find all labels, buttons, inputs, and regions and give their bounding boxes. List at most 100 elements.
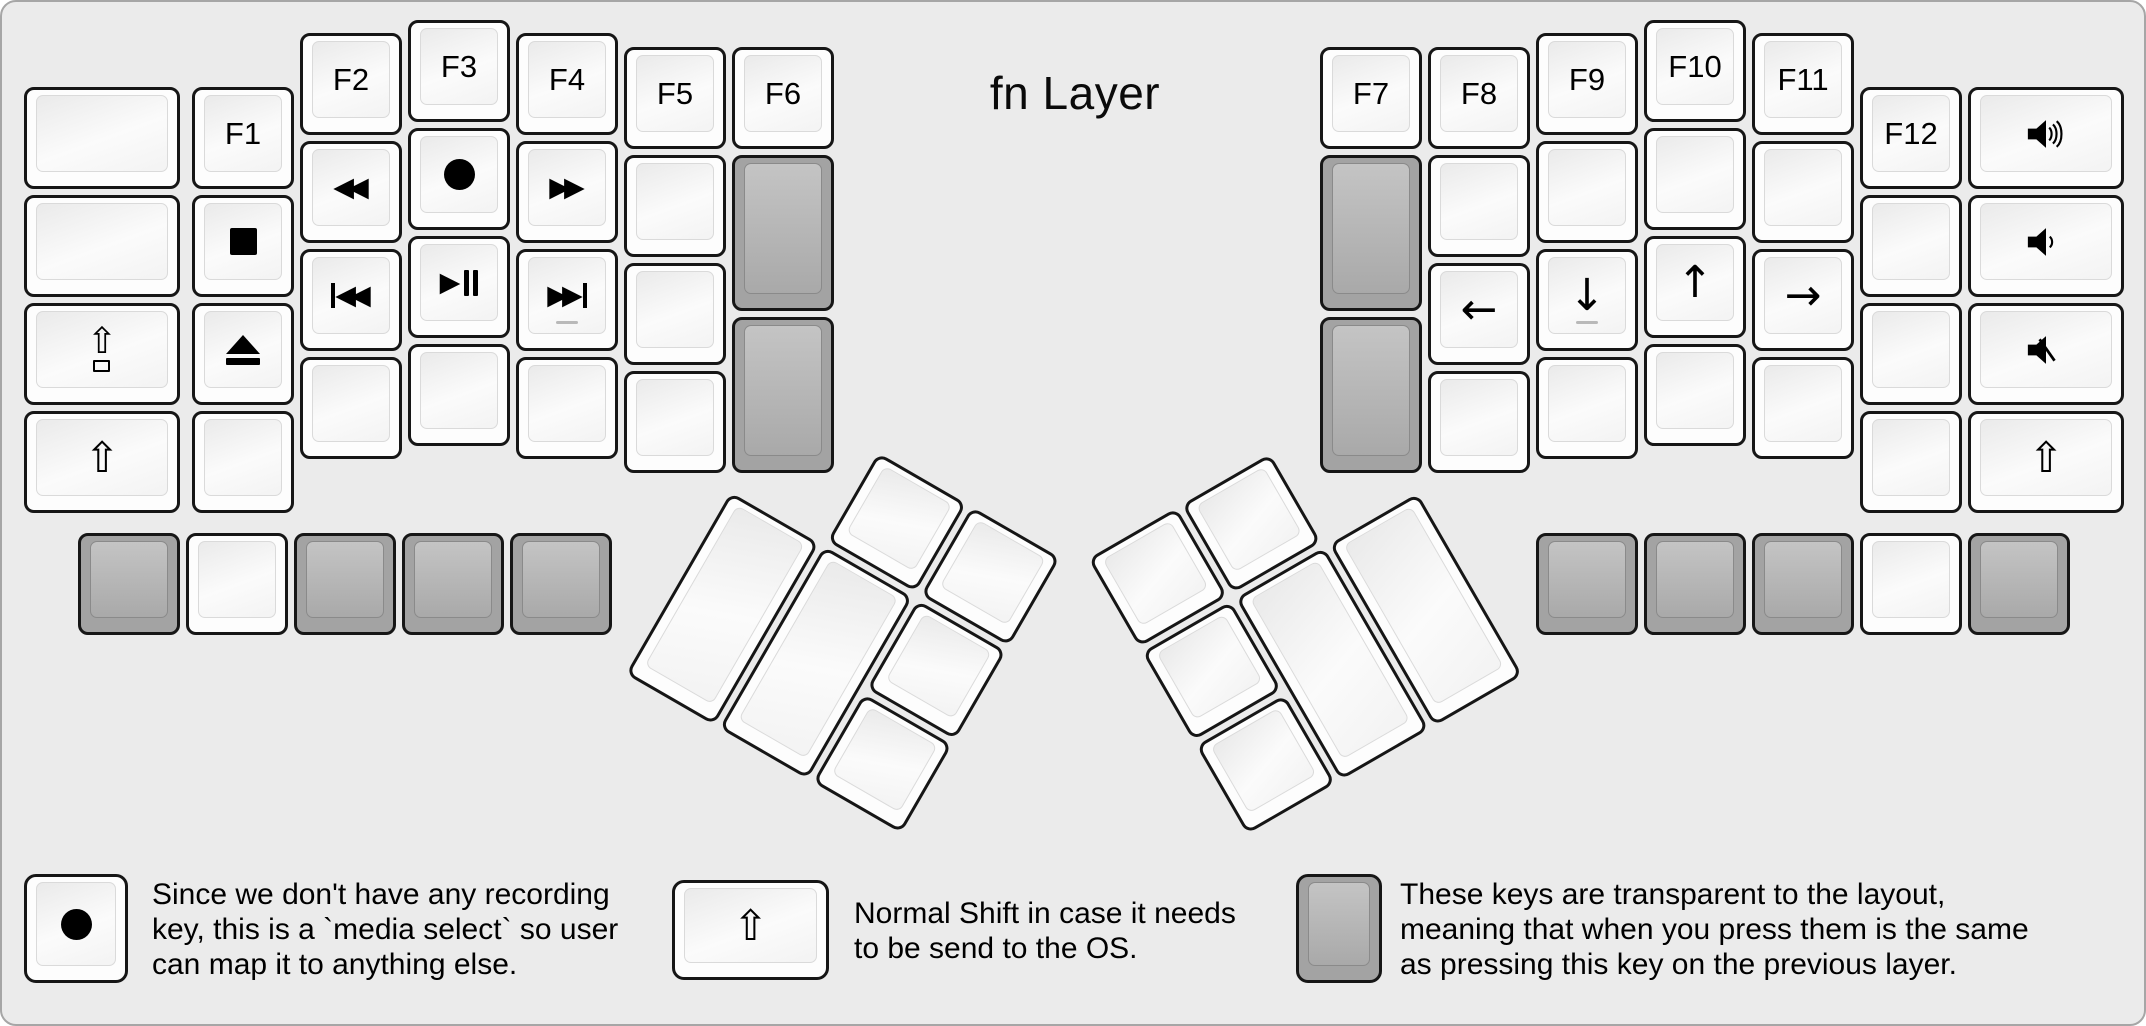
key-f1[interactable]: F1 <box>192 87 294 189</box>
key-blank[interactable] <box>1536 141 1638 243</box>
key-f2[interactable]: F2 <box>300 33 402 135</box>
rewind-icon: ◀◀ <box>333 172 369 203</box>
key-prev-track[interactable]: ◀◀ <box>300 249 402 351</box>
key-transparent[interactable] <box>1320 317 1422 473</box>
key-f4[interactable]: F4 <box>516 33 618 135</box>
key-transparent[interactable] <box>294 533 396 635</box>
keycap <box>1872 203 1950 280</box>
key-transparent[interactable] <box>510 533 612 635</box>
key-media-select[interactable] <box>408 128 510 230</box>
key-play-pause[interactable]: ▶ <box>408 236 510 338</box>
key-blank[interactable] <box>1860 303 1962 405</box>
key-label: F7 <box>1352 75 1390 111</box>
key-fast-forward[interactable]: ▶▶ <box>516 141 618 243</box>
key-blank[interactable] <box>516 357 618 459</box>
keycap <box>36 882 116 966</box>
key-blank[interactable] <box>1860 195 1962 297</box>
key-transparent[interactable] <box>1752 533 1854 635</box>
key-f11[interactable]: F11 <box>1752 33 1854 135</box>
key-blank[interactable] <box>1860 533 1962 635</box>
key-blank[interactable] <box>1644 344 1746 446</box>
key-transparent[interactable] <box>732 155 834 311</box>
keycap: ◀◀ <box>312 257 390 334</box>
key-stop[interactable] <box>192 195 294 297</box>
keycap: F2 <box>312 41 390 118</box>
key-shift[interactable]: ⇧ <box>1968 411 2124 513</box>
key-transparent[interactable] <box>78 533 180 635</box>
key-f8[interactable]: F8 <box>1428 47 1530 149</box>
key-blank[interactable] <box>1752 141 1854 243</box>
keycap <box>90 541 168 618</box>
key-arrow-right[interactable]: → <box>1752 249 1854 351</box>
keycap: F7 <box>1332 55 1410 132</box>
keycap: ⇧ <box>36 311 168 388</box>
keycap <box>1656 541 1734 618</box>
key-blank[interactable] <box>1536 357 1638 459</box>
key-blank[interactable] <box>624 263 726 365</box>
key-caps-lock[interactable]: ⇧ <box>24 303 180 405</box>
key-blank[interactable] <box>1428 371 1530 473</box>
key-blank[interactable] <box>1644 128 1746 230</box>
key-blank[interactable] <box>300 357 402 459</box>
keycap: ⇧ <box>36 419 168 496</box>
key-f5[interactable]: F5 <box>624 47 726 149</box>
key-label: F3 <box>440 48 478 84</box>
key-blank[interactable] <box>186 533 288 635</box>
keycap: F4 <box>528 41 606 118</box>
shift-icon: ⇧ <box>732 900 769 950</box>
key-f12[interactable]: F12 <box>1860 87 1962 189</box>
key-label: F11 <box>1777 61 1829 97</box>
key-blank[interactable] <box>624 155 726 257</box>
keycap <box>1872 311 1950 388</box>
key-arrow-up[interactable]: ↑ <box>1644 236 1746 338</box>
key-volume-up[interactable] <box>1968 87 2124 189</box>
key-shift[interactable]: ⇧ <box>24 411 180 513</box>
key-f9[interactable]: F9 <box>1536 33 1638 135</box>
key-volume-down[interactable] <box>1968 195 2124 297</box>
layer-title: fn Layer <box>989 67 1161 119</box>
homing-dash <box>556 320 578 324</box>
volume-up-icon <box>2026 118 2066 150</box>
key-transparent[interactable] <box>1320 155 1422 311</box>
key-transparent[interactable] <box>1536 533 1638 635</box>
keycap: ↑ <box>1656 244 1734 321</box>
keycap <box>831 706 938 813</box>
key-label: F9 <box>1568 61 1606 97</box>
keycap <box>312 365 390 442</box>
key-next-track[interactable]: ▶▶ <box>516 249 618 351</box>
key-transparent[interactable] <box>732 317 834 473</box>
key-f10[interactable]: F10 <box>1644 20 1746 122</box>
key-f3[interactable]: F3 <box>408 20 510 122</box>
keycap: ← <box>1440 271 1518 348</box>
key-blank[interactable] <box>1428 155 1530 257</box>
key-f7[interactable]: F7 <box>1320 47 1422 149</box>
key-blank[interactable] <box>24 87 180 189</box>
key-arrow-left[interactable]: ← <box>1428 263 1530 365</box>
keycap <box>1440 379 1518 456</box>
key-blank[interactable] <box>624 371 726 473</box>
key-blank[interactable] <box>1860 411 1962 513</box>
keycap <box>744 325 822 456</box>
key-transparent[interactable] <box>1968 533 2070 635</box>
key-arrow-down[interactable]: ↓ <box>1536 249 1638 351</box>
keycap <box>420 136 498 213</box>
volume-down-icon <box>2026 226 2066 258</box>
keycap <box>528 365 606 442</box>
key-blank[interactable] <box>1752 357 1854 459</box>
keycap: F10 <box>1656 28 1734 105</box>
key-eject[interactable] <box>192 303 294 405</box>
key-rewind[interactable]: ◀◀ <box>300 141 402 243</box>
key-transparent[interactable] <box>1644 533 1746 635</box>
key-f6[interactable]: F6 <box>732 47 834 149</box>
keycap <box>939 519 1046 626</box>
keycap <box>1548 541 1626 618</box>
keycap: ⇧ <box>684 888 817 963</box>
key-mute[interactable] <box>1968 303 2124 405</box>
key-blank[interactable] <box>408 344 510 446</box>
key-blank[interactable] <box>192 411 294 513</box>
key-transparent[interactable] <box>402 533 504 635</box>
keycap <box>636 163 714 240</box>
key-blank[interactable] <box>24 195 180 297</box>
